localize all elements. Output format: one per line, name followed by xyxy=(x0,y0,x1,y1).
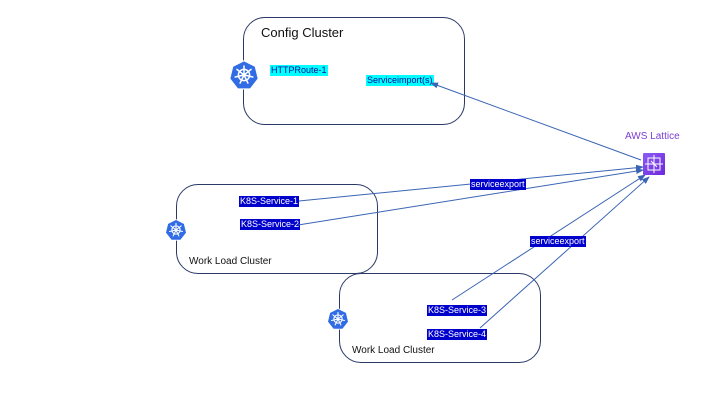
kubernetes-icon xyxy=(165,219,187,241)
aws-lattice-icon xyxy=(643,153,665,175)
arrow-service-2-to-lattice xyxy=(297,168,644,226)
k8s-service-1-label: K8S-Service-1 xyxy=(239,196,300,207)
aws-lattice-label: AWS Lattice xyxy=(625,131,680,142)
work-load-cluster-1-title: Work Load Cluster xyxy=(189,256,272,267)
httproute-label: HTTPRoute-1 xyxy=(270,65,328,76)
work-load-cluster-2-title: Work Load Cluster xyxy=(352,345,435,356)
k8s-service-2-label: K8S-Service-2 xyxy=(240,219,301,230)
k8s-service-3-label: K8S-Service-3 xyxy=(427,305,488,316)
kubernetes-icon xyxy=(327,308,349,330)
serviceimport-label: Serviceimport(s) xyxy=(366,75,434,86)
arrow-service-4-to-lattice xyxy=(479,176,650,329)
serviceexport-label-2: serviceexport xyxy=(530,236,586,247)
serviceexport-label-1: serviceexport xyxy=(470,179,526,190)
k8s-service-4-label: K8S-Service-4 xyxy=(427,329,488,340)
kubernetes-icon xyxy=(229,60,259,90)
config-cluster-title: Config Cluster xyxy=(261,25,344,40)
arrow-lattice-to-serviceimport xyxy=(430,82,642,161)
